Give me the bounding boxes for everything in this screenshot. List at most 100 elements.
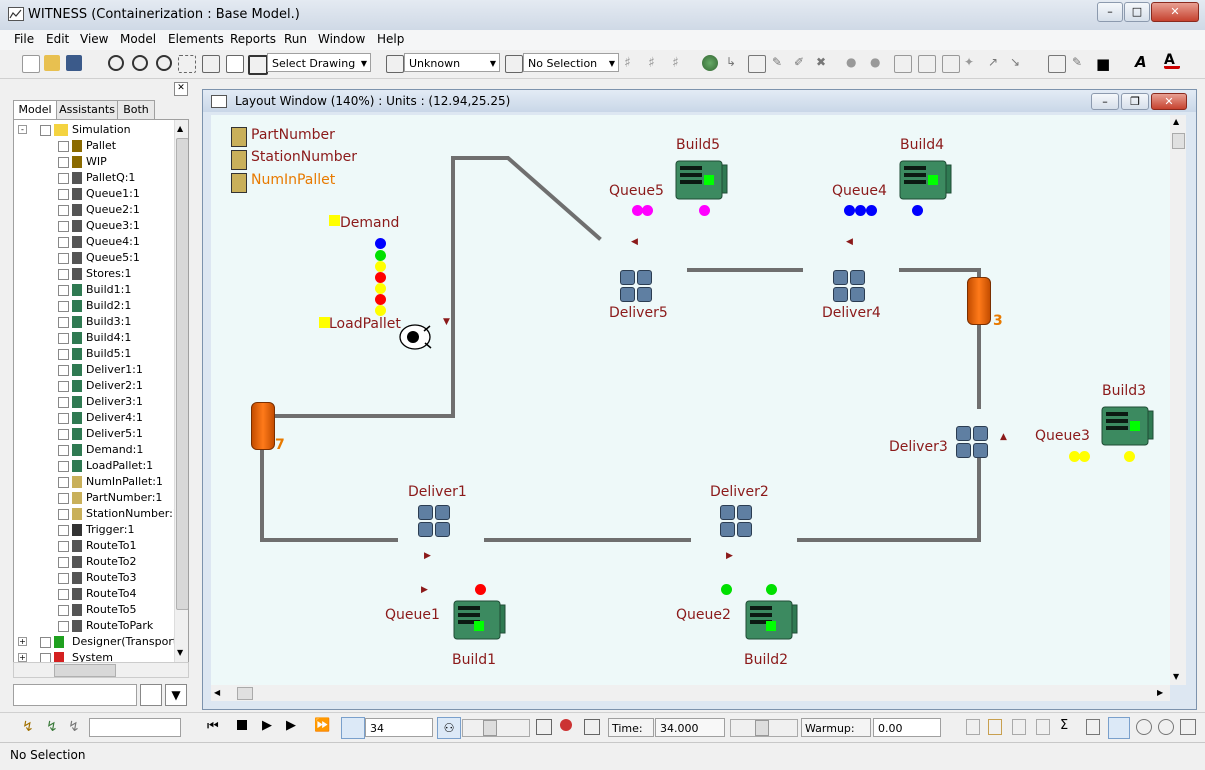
new-icon[interactable]: [22, 55, 40, 73]
menu-view[interactable]: View: [80, 32, 109, 46]
tree-item[interactable]: Queue2:1: [14, 202, 174, 218]
picture-icon[interactable]: [1048, 55, 1066, 73]
tree-checkbox[interactable]: [58, 333, 69, 344]
tree-item[interactable]: +System: [14, 650, 174, 662]
tree-checkbox[interactable]: [58, 509, 69, 520]
deliver2-icon[interactable]: [720, 505, 754, 539]
lock-icon[interactable]: ■: [1096, 55, 1111, 73]
scroll-down-icon[interactable]: ▼: [177, 648, 184, 657]
tree-item[interactable]: -Simulation: [14, 122, 174, 138]
select-drawing-icon[interactable]: [248, 55, 268, 75]
tree-item[interactable]: RouteTo2: [14, 554, 174, 570]
fast-forward-icon[interactable]: ⏩: [314, 718, 331, 733]
hammer-icon[interactable]: ↗: [988, 55, 999, 69]
tree-checkbox[interactable]: [40, 653, 51, 662]
select-drawing-combo[interactable]: Select Drawing▼: [267, 53, 371, 72]
speed-slider-thumb[interactable]: [483, 720, 497, 736]
tree-checkbox[interactable]: [40, 637, 51, 648]
scroll-up-icon[interactable]: ▲: [177, 124, 184, 133]
grid-icon[interactable]: [942, 55, 960, 73]
stop-icon[interactable]: [237, 720, 247, 730]
tree-item[interactable]: RouteTo4: [14, 586, 174, 602]
tree-checkbox[interactable]: [58, 525, 69, 536]
tree-checkbox[interactable]: [58, 621, 69, 632]
tree-checkbox[interactable]: [58, 285, 69, 296]
warmup-input[interactable]: 0.00: [873, 718, 941, 737]
tree-checkbox[interactable]: [58, 413, 69, 424]
maximize-button[interactable]: □: [1124, 2, 1150, 22]
build2-machine-icon[interactable]: [744, 597, 798, 643]
operator-icon[interactable]: [397, 317, 437, 357]
palette-icon[interactable]: [1136, 719, 1152, 735]
walk-mode-icon[interactable]: ⚇: [437, 717, 461, 739]
tree-checkbox[interactable]: [58, 461, 69, 472]
menu-window[interactable]: Window: [318, 32, 366, 46]
find-input[interactable]: [13, 684, 137, 706]
copy-icon[interactable]: [1012, 719, 1026, 735]
tree-item[interactable]: Deliver3:1: [14, 394, 174, 410]
tree-item[interactable]: Build3:1: [14, 314, 174, 330]
walk-icon[interactable]: ♯: [624, 55, 631, 71]
deliver5-icon[interactable]: [620, 270, 654, 304]
crosshair-icon[interactable]: [505, 55, 523, 73]
tree-checkbox[interactable]: [58, 237, 69, 248]
explorer-icon[interactable]: [1180, 719, 1196, 735]
scroll-down-icon[interactable]: ▼: [1173, 672, 1180, 681]
tree-horizontal-scrollbar[interactable]: [13, 662, 189, 678]
animation-icon[interactable]: [1108, 717, 1130, 739]
tree-item[interactable]: Deliver2:1: [14, 378, 174, 394]
tree-item[interactable]: Trigger:1: [14, 522, 174, 538]
tree-checkbox[interactable]: [58, 397, 69, 408]
unknown-combo[interactable]: Unknown▼: [404, 53, 500, 72]
pen-icon[interactable]: ✎: [772, 55, 783, 69]
scroll-left-icon[interactable]: ◀: [214, 688, 221, 697]
model-canvas[interactable]: PartNumber StationNumber NumInPallet Dem…: [211, 115, 1170, 685]
tree-checkbox[interactable]: [58, 605, 69, 616]
layout-vscroll-thumb[interactable]: [1172, 133, 1185, 149]
tree-checkbox[interactable]: [58, 157, 69, 168]
no-selection-combo[interactable]: No Selection▼: [523, 53, 619, 72]
font-color-icon[interactable]: A: [1164, 52, 1180, 69]
tab-model[interactable]: Model: [13, 100, 57, 120]
tree-checkbox[interactable]: [58, 173, 69, 184]
tree-item[interactable]: Stores:1: [14, 266, 174, 282]
build4-machine-icon[interactable]: [898, 157, 952, 203]
menu-edit[interactable]: Edit: [46, 32, 70, 46]
edit-icon[interactable]: ✎: [1072, 55, 1083, 69]
sigma-icon[interactable]: Σ: [1060, 718, 1069, 733]
tree-item[interactable]: Deliver5:1: [14, 426, 174, 442]
font-icon[interactable]: A: [1135, 53, 1147, 71]
tree-item[interactable]: +Designer(Transport): [14, 634, 181, 650]
build3-machine-icon[interactable]: [1100, 403, 1154, 449]
tree-item[interactable]: NumInPallet:1: [14, 474, 174, 490]
globe-icon[interactable]: [702, 55, 718, 71]
tree-vertical-scrollbar[interactable]: ▲ ▼: [174, 120, 188, 662]
close-button[interactable]: ✕: [1151, 2, 1199, 22]
tree-item[interactable]: Build4:1: [14, 330, 174, 346]
clock-icon[interactable]: [584, 719, 600, 735]
layout-minimize-button[interactable]: –: [1091, 93, 1119, 110]
tree-checkbox[interactable]: [58, 429, 69, 440]
tree-checkbox[interactable]: [58, 253, 69, 264]
build1-machine-icon[interactable]: [452, 597, 506, 643]
board-icon[interactable]: [918, 55, 936, 73]
tree-checkbox[interactable]: [58, 205, 69, 216]
run-to-icon[interactable]: [341, 717, 365, 739]
clipboard-icon[interactable]: [988, 719, 1002, 735]
paw-icon[interactable]: ●: [846, 55, 857, 69]
network-icon[interactable]: [1036, 719, 1050, 735]
rewind-icon[interactable]: ⏮: [207, 719, 219, 734]
tree-checkbox[interactable]: [58, 221, 69, 232]
tab-assistants[interactable]: Assistants: [56, 100, 118, 120]
tree-checkbox[interactable]: [58, 365, 69, 376]
box-icon[interactable]: [894, 55, 912, 73]
minimize-button[interactable]: –: [1097, 2, 1123, 22]
run-interval-input[interactable]: 34: [365, 718, 433, 737]
time-slider-thumb[interactable]: [755, 720, 769, 736]
deliver1-icon[interactable]: [418, 505, 452, 539]
page-icon[interactable]: [226, 55, 244, 73]
tree-item[interactable]: Build2:1: [14, 298, 174, 314]
expand-icon[interactable]: +: [18, 653, 27, 662]
collapse-icon[interactable]: -: [18, 125, 27, 134]
hand-icon[interactable]: ●: [870, 55, 881, 69]
